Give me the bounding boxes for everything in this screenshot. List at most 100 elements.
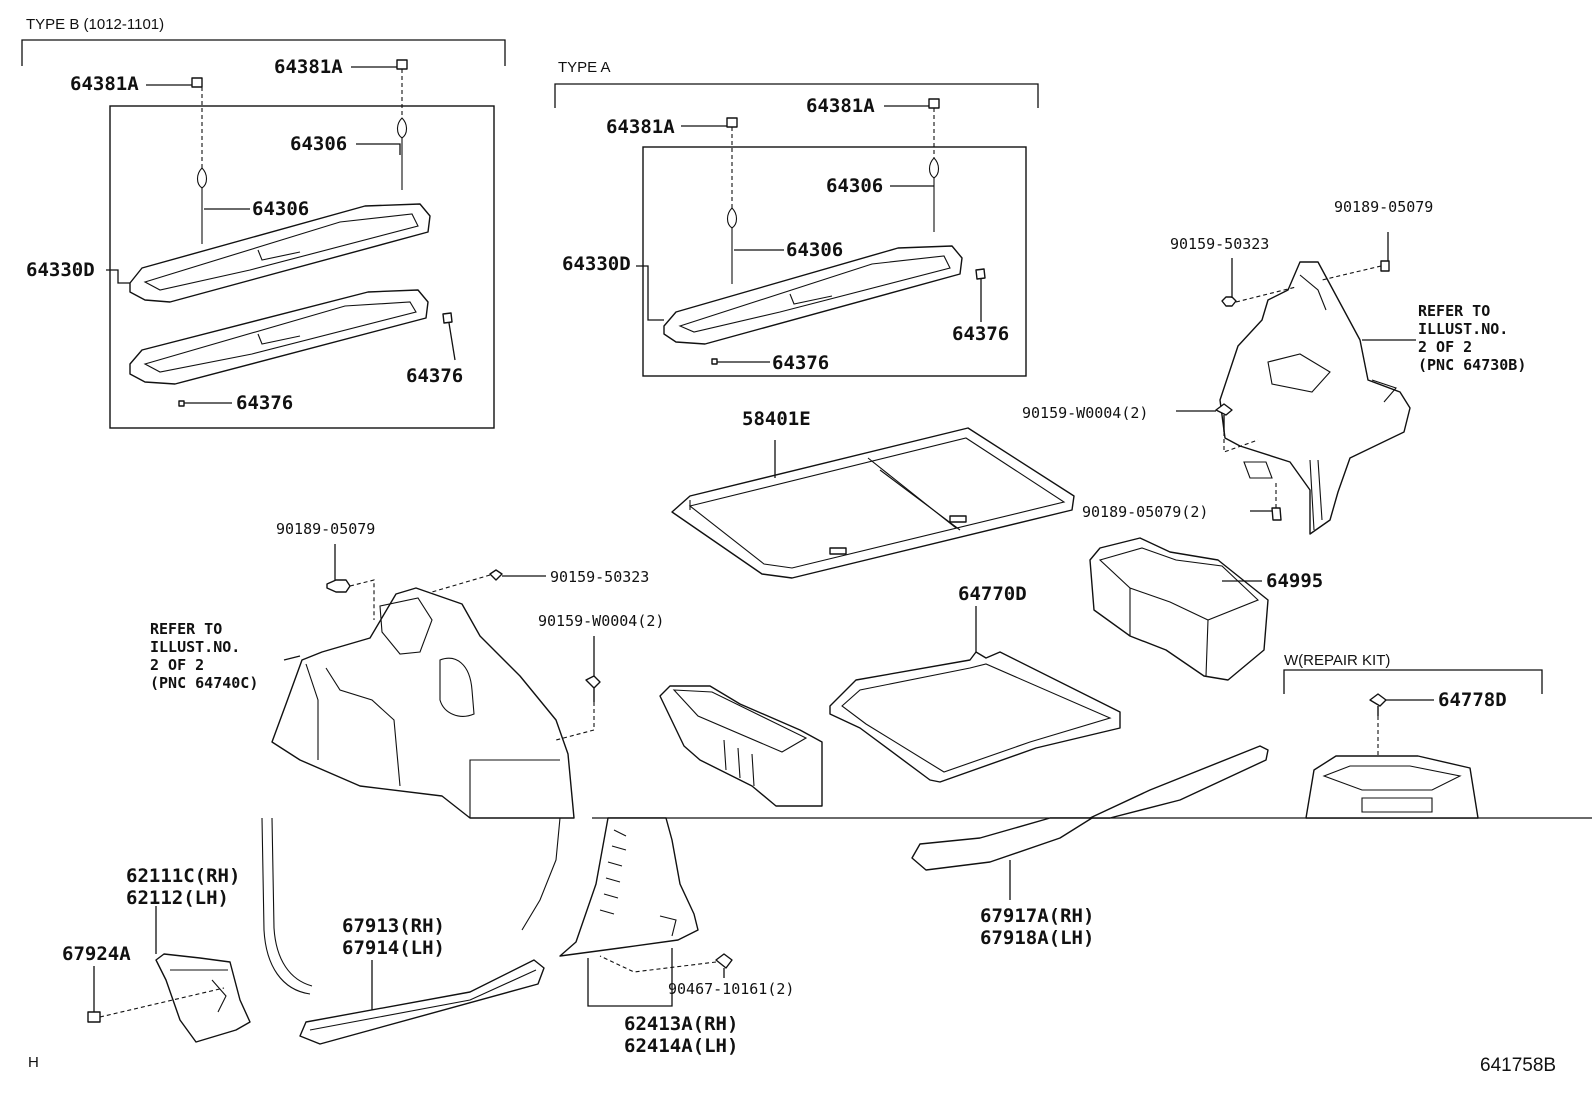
part-number-label: 64306 — [826, 175, 883, 197]
part-number-label: 90467-10161(2) — [668, 980, 794, 998]
part-number-label: 90159-W0004(2) — [1022, 404, 1148, 422]
clip-icon — [715, 953, 733, 969]
storage-box — [1089, 537, 1269, 681]
group-right-quarter-trim: 90189-05079 90159-50323 90159-W0004(2) 9… — [1022, 198, 1526, 535]
group-type-b: TYPE B (1012-1101) 64381A 64381A 6 — [21, 16, 506, 429]
part-number-label: 67918A(LH) — [980, 927, 1094, 949]
weatherstrip — [261, 817, 313, 995]
clip-icon — [975, 268, 986, 280]
screw-icon — [1221, 296, 1237, 307]
part-number-label: 64330D — [26, 259, 95, 281]
svg-text:REFER TO: REFER TO — [150, 620, 222, 638]
group-center-parts: 58401E 64995 64770D W(REPAIR KIT) 64778D — [592, 408, 1592, 819]
type-b-bracket — [21, 39, 506, 66]
strap-icon — [726, 207, 738, 284]
screw-icon — [585, 675, 601, 702]
part-number-label: 64778D — [1438, 689, 1507, 711]
type-b-heading: TYPE B (1012-1101) — [26, 16, 164, 33]
side-storage-tub — [659, 685, 823, 807]
part-number-label: 64381A — [806, 95, 875, 117]
strap-icon — [928, 157, 940, 232]
bolt-icon — [1271, 507, 1282, 521]
part-number-label: 64376 — [772, 352, 829, 374]
repair-kit-bracket — [1283, 669, 1543, 694]
screw-icon — [489, 569, 503, 581]
group-type-a: TYPE A 64381A 64381A 64306 64306 64330D … — [554, 59, 1039, 377]
refer-note-left: REFER TO ILLUST.NO. 2 OF 2 (PNC 64740C) — [150, 620, 258, 692]
part-number-label: 64376 — [406, 365, 463, 387]
svg-text:(PNC 64740C): (PNC 64740C) — [150, 674, 258, 692]
clip-icon — [711, 358, 718, 365]
svg-text:(PNC 64730B): (PNC 64730B) — [1418, 356, 1526, 374]
part-number-label: 62413A(RH) — [624, 1013, 738, 1035]
type-a-frame — [642, 146, 1027, 377]
clip-icon — [396, 59, 408, 70]
quarter-trim-panel-rh — [1219, 261, 1411, 535]
svg-text:ILLUST.NO.: ILLUST.NO. — [1418, 320, 1508, 338]
clip-icon — [442, 312, 453, 324]
clip-icon — [87, 1011, 101, 1023]
scuff-plate-front — [299, 959, 545, 1045]
part-number-label: 90189-05079(2) — [1082, 503, 1208, 521]
type-a-heading: TYPE A — [558, 59, 611, 76]
part-number-label: 64995 — [1266, 570, 1323, 592]
part-number-label: 64376 — [236, 392, 293, 414]
clip-icon — [178, 400, 185, 407]
screw-icon — [1215, 403, 1233, 432]
quarter-trim-panel-lh — [271, 587, 575, 819]
part-number-label: 64770D — [958, 583, 1027, 605]
strap-icon — [196, 167, 208, 244]
part-number-label: 64381A — [606, 116, 675, 138]
part-number-label: 62111C(RH) — [126, 865, 240, 887]
refer-note-right: REFER TO ILLUST.NO. 2 OF 2 (PNC 64730B) — [1418, 302, 1526, 374]
package-tray-lower — [129, 289, 429, 385]
pillar-garnish — [559, 817, 699, 957]
group-bottom-parts: 62111C(RH) 62112(LH) 67924A 67913(RH) 67… — [62, 817, 1094, 1057]
part-number-label: 58401E — [742, 408, 811, 430]
part-number-label: 90159-50323 — [1170, 235, 1269, 253]
part-number-label: 62112(LH) — [126, 887, 229, 909]
bolt-icon — [1380, 260, 1390, 272]
part-number-label: 64381A — [274, 56, 343, 78]
clip-icon — [726, 117, 738, 128]
clip-icon — [928, 98, 940, 109]
part-number-label: 64306 — [252, 198, 309, 220]
part-number-label: 64306 — [290, 133, 347, 155]
part-number-label: 67913(RH) — [342, 915, 445, 937]
svg-text:2 OF 2: 2 OF 2 — [1418, 338, 1472, 356]
luggage-mat — [829, 651, 1121, 783]
part-number-label: 67914(LH) — [342, 937, 445, 959]
part-number-label: 67917A(RH) — [980, 905, 1094, 927]
strap-icon — [396, 117, 408, 190]
clip-icon — [1369, 693, 1387, 716]
repair-kit-heading: W(REPAIR KIT) — [1284, 652, 1390, 669]
type-a-bracket — [554, 83, 1039, 108]
deck-board — [671, 427, 1075, 579]
sill-strip — [1089, 745, 1269, 819]
clip-icon — [191, 77, 203, 88]
package-tray-upper — [129, 203, 431, 303]
part-number-label: 64381A — [70, 73, 139, 95]
svg-text:2 OF 2: 2 OF 2 — [150, 656, 204, 674]
svg-text:REFER TO: REFER TO — [1418, 302, 1490, 320]
illustration-id: 641758B — [1480, 1055, 1556, 1076]
package-tray — [663, 245, 963, 345]
part-number-label: 90159-50323 — [550, 568, 649, 586]
type-b-frame — [109, 105, 495, 429]
part-number-label: 90189-05079 — [1334, 198, 1433, 216]
part-number-label: 67924A — [62, 943, 131, 965]
part-number-label: 64306 — [786, 239, 843, 261]
scuff-plate-rear — [911, 817, 1093, 871]
corner-mark: H — [28, 1054, 39, 1071]
svg-text:ILLUST.NO.: ILLUST.NO. — [150, 638, 240, 656]
bolt-icon — [326, 579, 351, 593]
part-number-label: 90189-05079 — [276, 520, 375, 538]
part-number-label: 64330D — [562, 253, 631, 275]
part-number-label: 64376 — [952, 323, 1009, 345]
part-number-label: 62414A(LH) — [624, 1035, 738, 1057]
group-left-quarter-trim: 90189-05079 90159-50323 90159-W0004(2) R… — [150, 520, 664, 931]
part-number-label: 90159-W0004(2) — [538, 612, 664, 630]
repair-kit-holder — [1305, 755, 1479, 819]
cowl-side-trim — [155, 953, 251, 1043]
